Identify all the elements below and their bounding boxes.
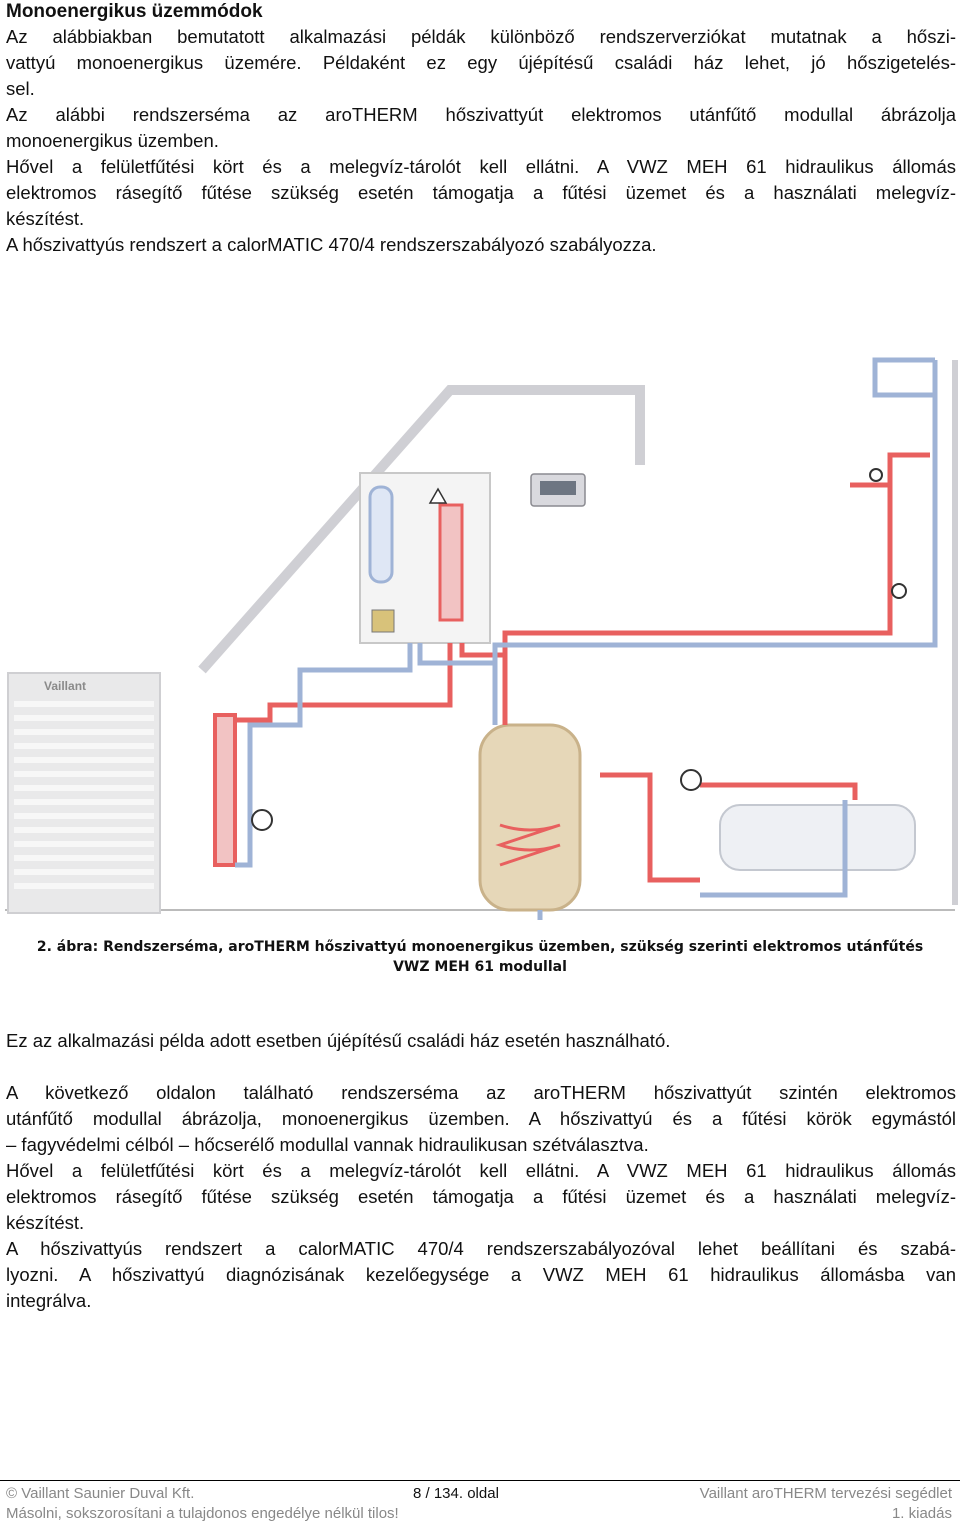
body-line: A következő oldalon található rendszersé… [6,1082,956,1103]
intro-line: elektromos rásegítő fűtése szükség eseté… [6,182,956,203]
body-line: készítést. [6,1212,85,1233]
intro-line: A hőszivattyús rendszert a calorMATIC 47… [6,234,657,255]
caption-line-1: 2. ábra: Rendszerséma, aroTHERM hőszivat… [36,939,924,955]
body-line: elektromos rásegítő fűtése szükség eseté… [6,1186,956,1207]
footer-divider [0,1480,960,1481]
warning-icon [428,487,448,504]
footer-copyright: Másolni, sokszorosítani a tulajdonos eng… [6,1505,399,1522]
house-roof-outline [198,385,645,674]
heating-pump-icon [251,809,273,831]
hot-water-tank [478,723,582,912]
figure-caption: 2. ábra: Rendszerséma, aroTHERM hőszivat… [0,937,960,977]
body-line: A hőszivattyús rendszert a calorMATIC 47… [6,1238,956,1259]
body-line: integrálva. [6,1290,92,1311]
footer-page-number: 8 / 134. oldal [413,1485,499,1502]
body-line: – fagyvédelmi célból – hőcserélő modulla… [6,1134,649,1155]
intro-line: sel. [6,78,35,99]
footer-edition: 1. kiadás [891,1505,952,1522]
next-page-paragraph: A következő oldalon található rendszersé… [6,1080,956,1314]
caption-line-2: VWZ MEH 61 modullal [393,959,567,975]
electric-backup-heater [438,503,464,622]
intro-line: Hővel a felületfűtési kört és a melegvíz… [6,156,956,177]
intro-line: Az alábbiakban bemutatott alkalmazási pé… [6,26,956,47]
intro-line: Az alábbi rendszerséma az aroTHERM hőszi… [6,104,956,125]
body-line: lyozni. A hőszivattyú diagnózisának keze… [6,1264,956,1285]
cold-pipes [235,357,938,920]
mixing-valve-icon [891,583,907,599]
heat-exchanger-coil [213,713,237,867]
usage-paragraph: Ez az alkalmazási példa adott esetben új… [6,1030,671,1051]
system-diagram: Vaillant [5,357,958,920]
footer-document-title: Vaillant aroTHERM tervezési segédlet [699,1485,952,1502]
heat-pump-brand-logo: Vaillant [44,679,86,693]
heat-pump-outdoor-unit [7,672,161,914]
expansion-vessel [368,485,394,584]
calormatic-display [540,481,576,495]
intro-paragraph: Az alábbiakban bemutatott alkalmazási pé… [6,24,956,258]
dhw-pump-icon [680,769,702,791]
intro-line: monoenergikus üzemben. [6,130,219,151]
tank-coil [495,823,561,867]
footer-company: © Vaillant Saunier Duval Kft. [6,1485,195,1502]
safety-valve-icon [869,468,883,482]
body-line: Hővel a felületfűtési kört és a melegvíz… [6,1160,956,1181]
intro-line: készítést. [6,208,85,229]
heat-pump-grille [14,701,154,889]
intro-line: vattyú monoenergikus üzemére. Példaként … [6,52,956,73]
body-line: utánfűtő modullal ábrázolja, monoenergik… [6,1108,956,1129]
page-heading: Monoenergikus üzemmódok [6,1,263,22]
bathtub [719,804,916,871]
station-controller [371,609,395,633]
